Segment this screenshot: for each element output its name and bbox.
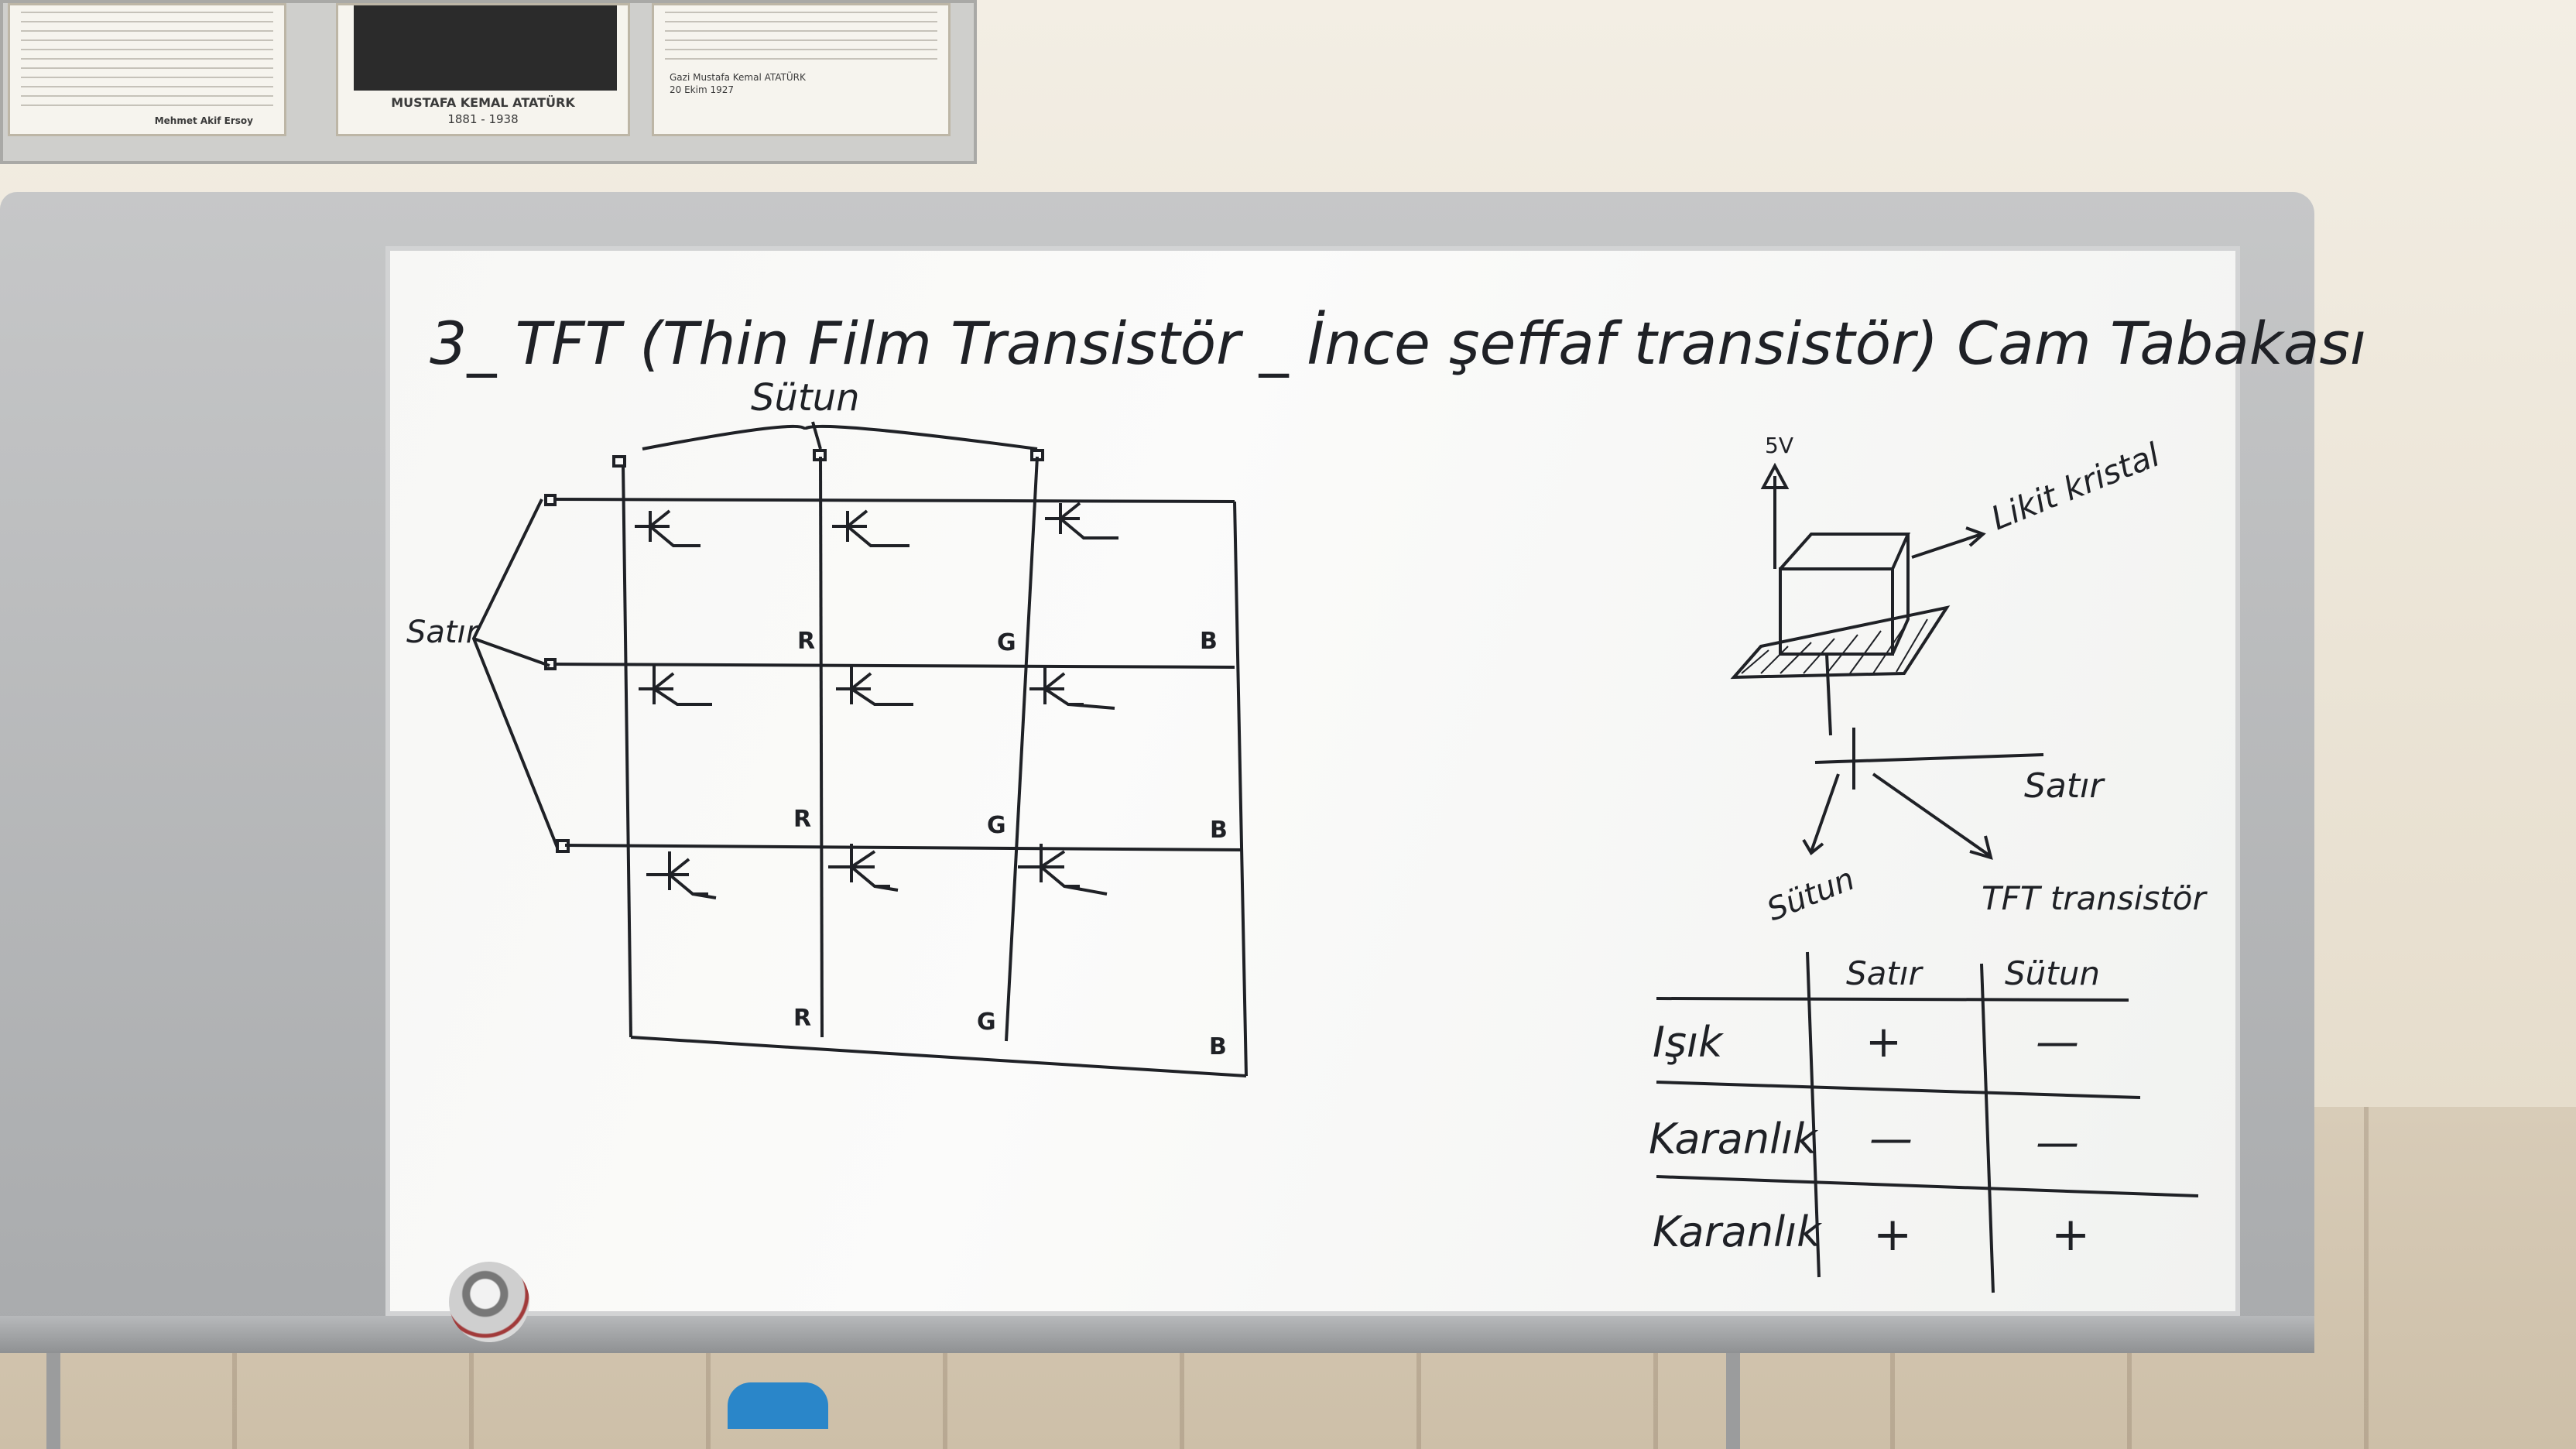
axis-satir-label: Satır <box>2024 766 2105 806</box>
rgb-labels: R G B R G B R G B <box>793 628 1228 1060</box>
stand-leg <box>1726 1353 1740 1449</box>
rgb-label-g: G <box>987 812 1006 839</box>
rgb-label-g: G <box>997 629 1016 656</box>
table-row-label: Işık <box>1653 1018 1725 1067</box>
table-cell: — <box>2036 1017 2079 1067</box>
liquid-crystal-diagram <box>1730 462 2044 860</box>
truth-table-grid <box>1656 951 2199 1293</box>
portrait-name: MUSTAFA KEMAL ATATÜRK <box>391 95 575 110</box>
truth-table: Satır Sütun Işık + — Karanlık — — Karanl… <box>1649 954 2100 1262</box>
poster-text-block <box>665 12 937 64</box>
satir-label: Satır <box>406 615 481 650</box>
marker-tray <box>0 1316 2314 1353</box>
rgb-label-b: B <box>1200 628 1218 655</box>
rgb-label-b: B <box>1209 1033 1227 1060</box>
table-cell: — <box>1869 1114 1913 1164</box>
poster-author: Gazi Mustafa Kemal ATATÜRK <box>670 72 806 83</box>
table-cell: — <box>2036 1118 2079 1168</box>
poster-frame: Mehmet Akif Ersoy MUSTAFA KEMAL ATATÜRK … <box>0 0 977 164</box>
sutun-bracket-tick <box>811 421 822 450</box>
board-title: 3_ TFT (Thin Film Transistör _ İnce şeff… <box>430 309 2366 378</box>
satir-bracket <box>471 498 559 848</box>
rgb-label-r: R <box>793 806 811 833</box>
tft-grid <box>544 449 1248 1077</box>
board-magnet[interactable] <box>449 1262 529 1342</box>
poster-left: Mehmet Akif Ersoy <box>8 3 286 136</box>
whiteboard-surface <box>385 246 2240 1316</box>
board-eraser[interactable] <box>728 1382 828 1429</box>
rgb-label-g: G <box>977 1009 996 1036</box>
table-row-label: Karanlık <box>1653 1208 1823 1256</box>
portrait-years: 1881 - 1938 <box>447 112 519 126</box>
rgb-label-r: R <box>797 628 815 655</box>
stand-leg <box>46 1353 60 1449</box>
rgb-label-b: B <box>1210 817 1228 844</box>
table-row-label: Karanlık <box>1649 1115 1819 1163</box>
table-header-satir: Satır <box>1846 954 1924 992</box>
poster-signature: Mehmet Akif Ersoy <box>154 115 253 126</box>
satir-bracket-mid <box>473 637 550 667</box>
sutun-label: Sütun <box>751 376 860 420</box>
rgb-label-r: R <box>793 1005 811 1032</box>
poster-right: Gazi Mustafa Kemal ATATÜRK 20 Ekim 1927 <box>652 3 951 136</box>
poster-portrait: MUSTAFA KEMAL ATATÜRK 1881 - 1938 <box>336 3 630 136</box>
axis-tft-label: TFT transistör <box>1982 879 2208 917</box>
table-cell: + <box>1865 1017 1902 1067</box>
axis-sutun-label: Sütun <box>1762 862 1860 929</box>
portrait-photo <box>354 5 617 91</box>
table-cell: + <box>1873 1208 1912 1262</box>
poster-text-block <box>21 12 273 106</box>
voltage-label: 5V <box>1765 433 1793 458</box>
crystal-label: Likit kristal <box>1985 436 2165 538</box>
table-cell: + <box>2051 1208 2090 1262</box>
poster-date: 20 Ekim 1927 <box>670 84 734 95</box>
table-header-sutun: Sütun <box>2005 954 2100 992</box>
sutun-bracket <box>642 424 1038 450</box>
transistor-array <box>635 502 1118 899</box>
